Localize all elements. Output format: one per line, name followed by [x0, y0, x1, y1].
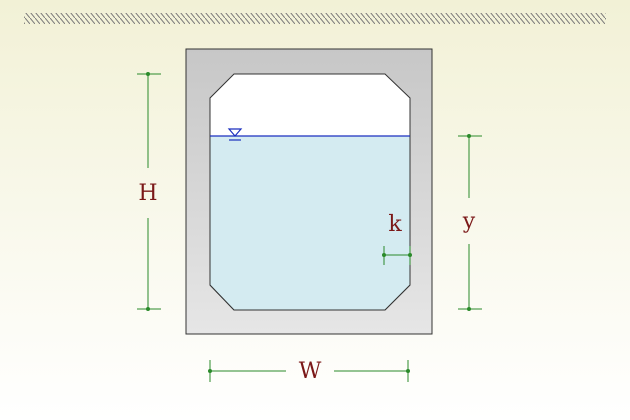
width-label: W — [299, 359, 322, 384]
dimension-width — [208, 360, 410, 382]
height-label: H — [138, 181, 157, 206]
dimension-height — [137, 72, 161, 311]
water-surface-triangle-icon — [227, 128, 243, 141]
dimension-chamfer — [382, 246, 412, 265]
depth-label: y — [462, 209, 476, 234]
ground-hatch — [24, 13, 606, 24]
water-body — [210, 136, 410, 310]
dimension-depth — [458, 134, 482, 311]
chamfer-label: k — [388, 212, 402, 237]
